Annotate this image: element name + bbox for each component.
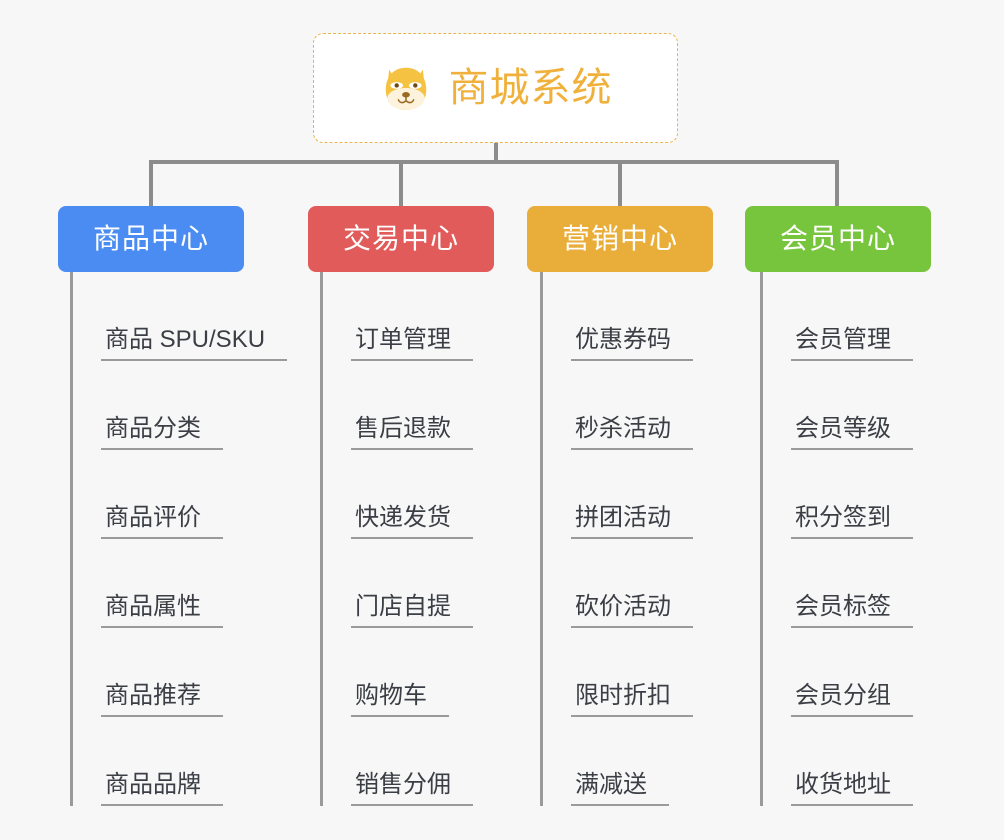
leaf-column-marketing-center: 优惠券码 秒杀活动 拼团活动 砍价活动 限时折扣 满减送 <box>540 272 693 806</box>
leaf-label: 商品评价 <box>101 504 223 539</box>
connector-drop-3 <box>618 160 622 206</box>
category-label: 商品中心 <box>92 223 209 254</box>
leaf-label: 会员标签 <box>791 593 913 628</box>
leaf-item[interactable]: 购物车 <box>320 628 473 717</box>
category-label: 会员中心 <box>779 223 896 254</box>
leaf-item[interactable]: 满减送 <box>540 717 693 806</box>
leaf-spine <box>70 272 73 806</box>
category-box-product-center[interactable]: 商品中心 <box>58 206 244 272</box>
leaf-item[interactable]: 会员分组 <box>760 628 913 717</box>
leaf-item[interactable]: 砍价活动 <box>540 539 693 628</box>
leaf-item[interactable]: 商品品牌 <box>70 717 287 806</box>
leaf-spine <box>760 272 763 806</box>
connector-root-stub <box>494 143 498 164</box>
leaf-label: 秒杀活动 <box>571 415 693 450</box>
leaf-item[interactable]: 会员标签 <box>760 539 913 628</box>
leaf-item[interactable]: 收货地址 <box>760 717 913 806</box>
leaf-column-trade-center: 订单管理 售后退款 快递发货 门店自提 购物车 销售分佣 <box>320 272 473 806</box>
leaf-item[interactable]: 订单管理 <box>320 272 473 361</box>
leaf-item[interactable]: 销售分佣 <box>320 717 473 806</box>
leaf-item[interactable]: 商品属性 <box>70 539 287 628</box>
connector-drop-4 <box>835 160 839 206</box>
leaf-label: 商品推荐 <box>101 682 223 717</box>
category-label: 交易中心 <box>342 223 459 254</box>
leaf-item[interactable]: 拼团活动 <box>540 450 693 539</box>
leaf-label: 售后退款 <box>351 415 473 450</box>
connector-bus <box>149 160 839 164</box>
leaf-spine <box>540 272 543 806</box>
leaf-item[interactable]: 商品推荐 <box>70 628 287 717</box>
leaf-label: 商品 SPU/SKU <box>101 326 288 361</box>
leaf-label: 门店自提 <box>351 593 473 628</box>
category-label: 营销中心 <box>561 223 678 254</box>
leaf-label: 商品属性 <box>101 593 223 628</box>
root-title: 商城系统 <box>448 66 613 110</box>
leaf-label: 砍价活动 <box>571 593 693 628</box>
root-node[interactable]: 商城系统 <box>313 33 678 143</box>
leaf-item[interactable]: 优惠券码 <box>540 272 693 361</box>
leaf-label: 优惠券码 <box>571 326 693 361</box>
leaf-item[interactable]: 积分签到 <box>760 450 913 539</box>
leaf-label: 会员分组 <box>791 682 913 717</box>
leaf-label: 会员等级 <box>791 415 913 450</box>
leaf-item[interactable]: 售后退款 <box>320 361 473 450</box>
connector-drop-1 <box>149 160 153 206</box>
leaf-label: 会员管理 <box>791 326 913 361</box>
leaf-label: 销售分佣 <box>351 771 473 806</box>
leaf-label: 拼团活动 <box>571 504 693 539</box>
leaf-label: 快递发货 <box>351 504 473 539</box>
leaf-item[interactable]: 商品分类 <box>70 361 287 450</box>
leaf-label: 商品分类 <box>101 415 223 450</box>
leaf-label: 订单管理 <box>351 326 473 361</box>
category-box-trade-center[interactable]: 交易中心 <box>308 206 494 272</box>
leaf-item[interactable]: 门店自提 <box>320 539 473 628</box>
leaf-item[interactable]: 限时折扣 <box>540 628 693 717</box>
leaf-label: 购物车 <box>351 682 449 717</box>
leaf-label: 限时折扣 <box>571 682 693 717</box>
leaf-label: 商品品牌 <box>101 771 223 806</box>
leaf-label: 收货地址 <box>791 771 913 806</box>
connector-drop-2 <box>399 160 403 206</box>
leaf-label: 积分签到 <box>791 504 913 539</box>
category-box-member-center[interactable]: 会员中心 <box>745 206 931 272</box>
leaf-spine <box>320 272 323 806</box>
leaf-item[interactable]: 会员等级 <box>760 361 913 450</box>
leaf-column-member-center: 会员管理 会员等级 积分签到 会员标签 会员分组 收货地址 <box>760 272 913 806</box>
leaf-column-product-center: 商品 SPU/SKU 商品分类 商品评价 商品属性 商品推荐 商品品牌 <box>70 272 288 806</box>
leaf-item[interactable]: 商品评价 <box>70 450 287 539</box>
category-box-marketing-center[interactable]: 营销中心 <box>527 206 713 272</box>
dog-face-icon <box>385 67 426 110</box>
leaf-item[interactable]: 商品 SPU/SKU <box>70 272 288 361</box>
leaf-item[interactable]: 会员管理 <box>760 272 913 361</box>
leaf-label: 满减送 <box>571 771 669 806</box>
leaf-item[interactable]: 快递发货 <box>320 450 473 539</box>
leaf-item[interactable]: 秒杀活动 <box>540 361 693 450</box>
